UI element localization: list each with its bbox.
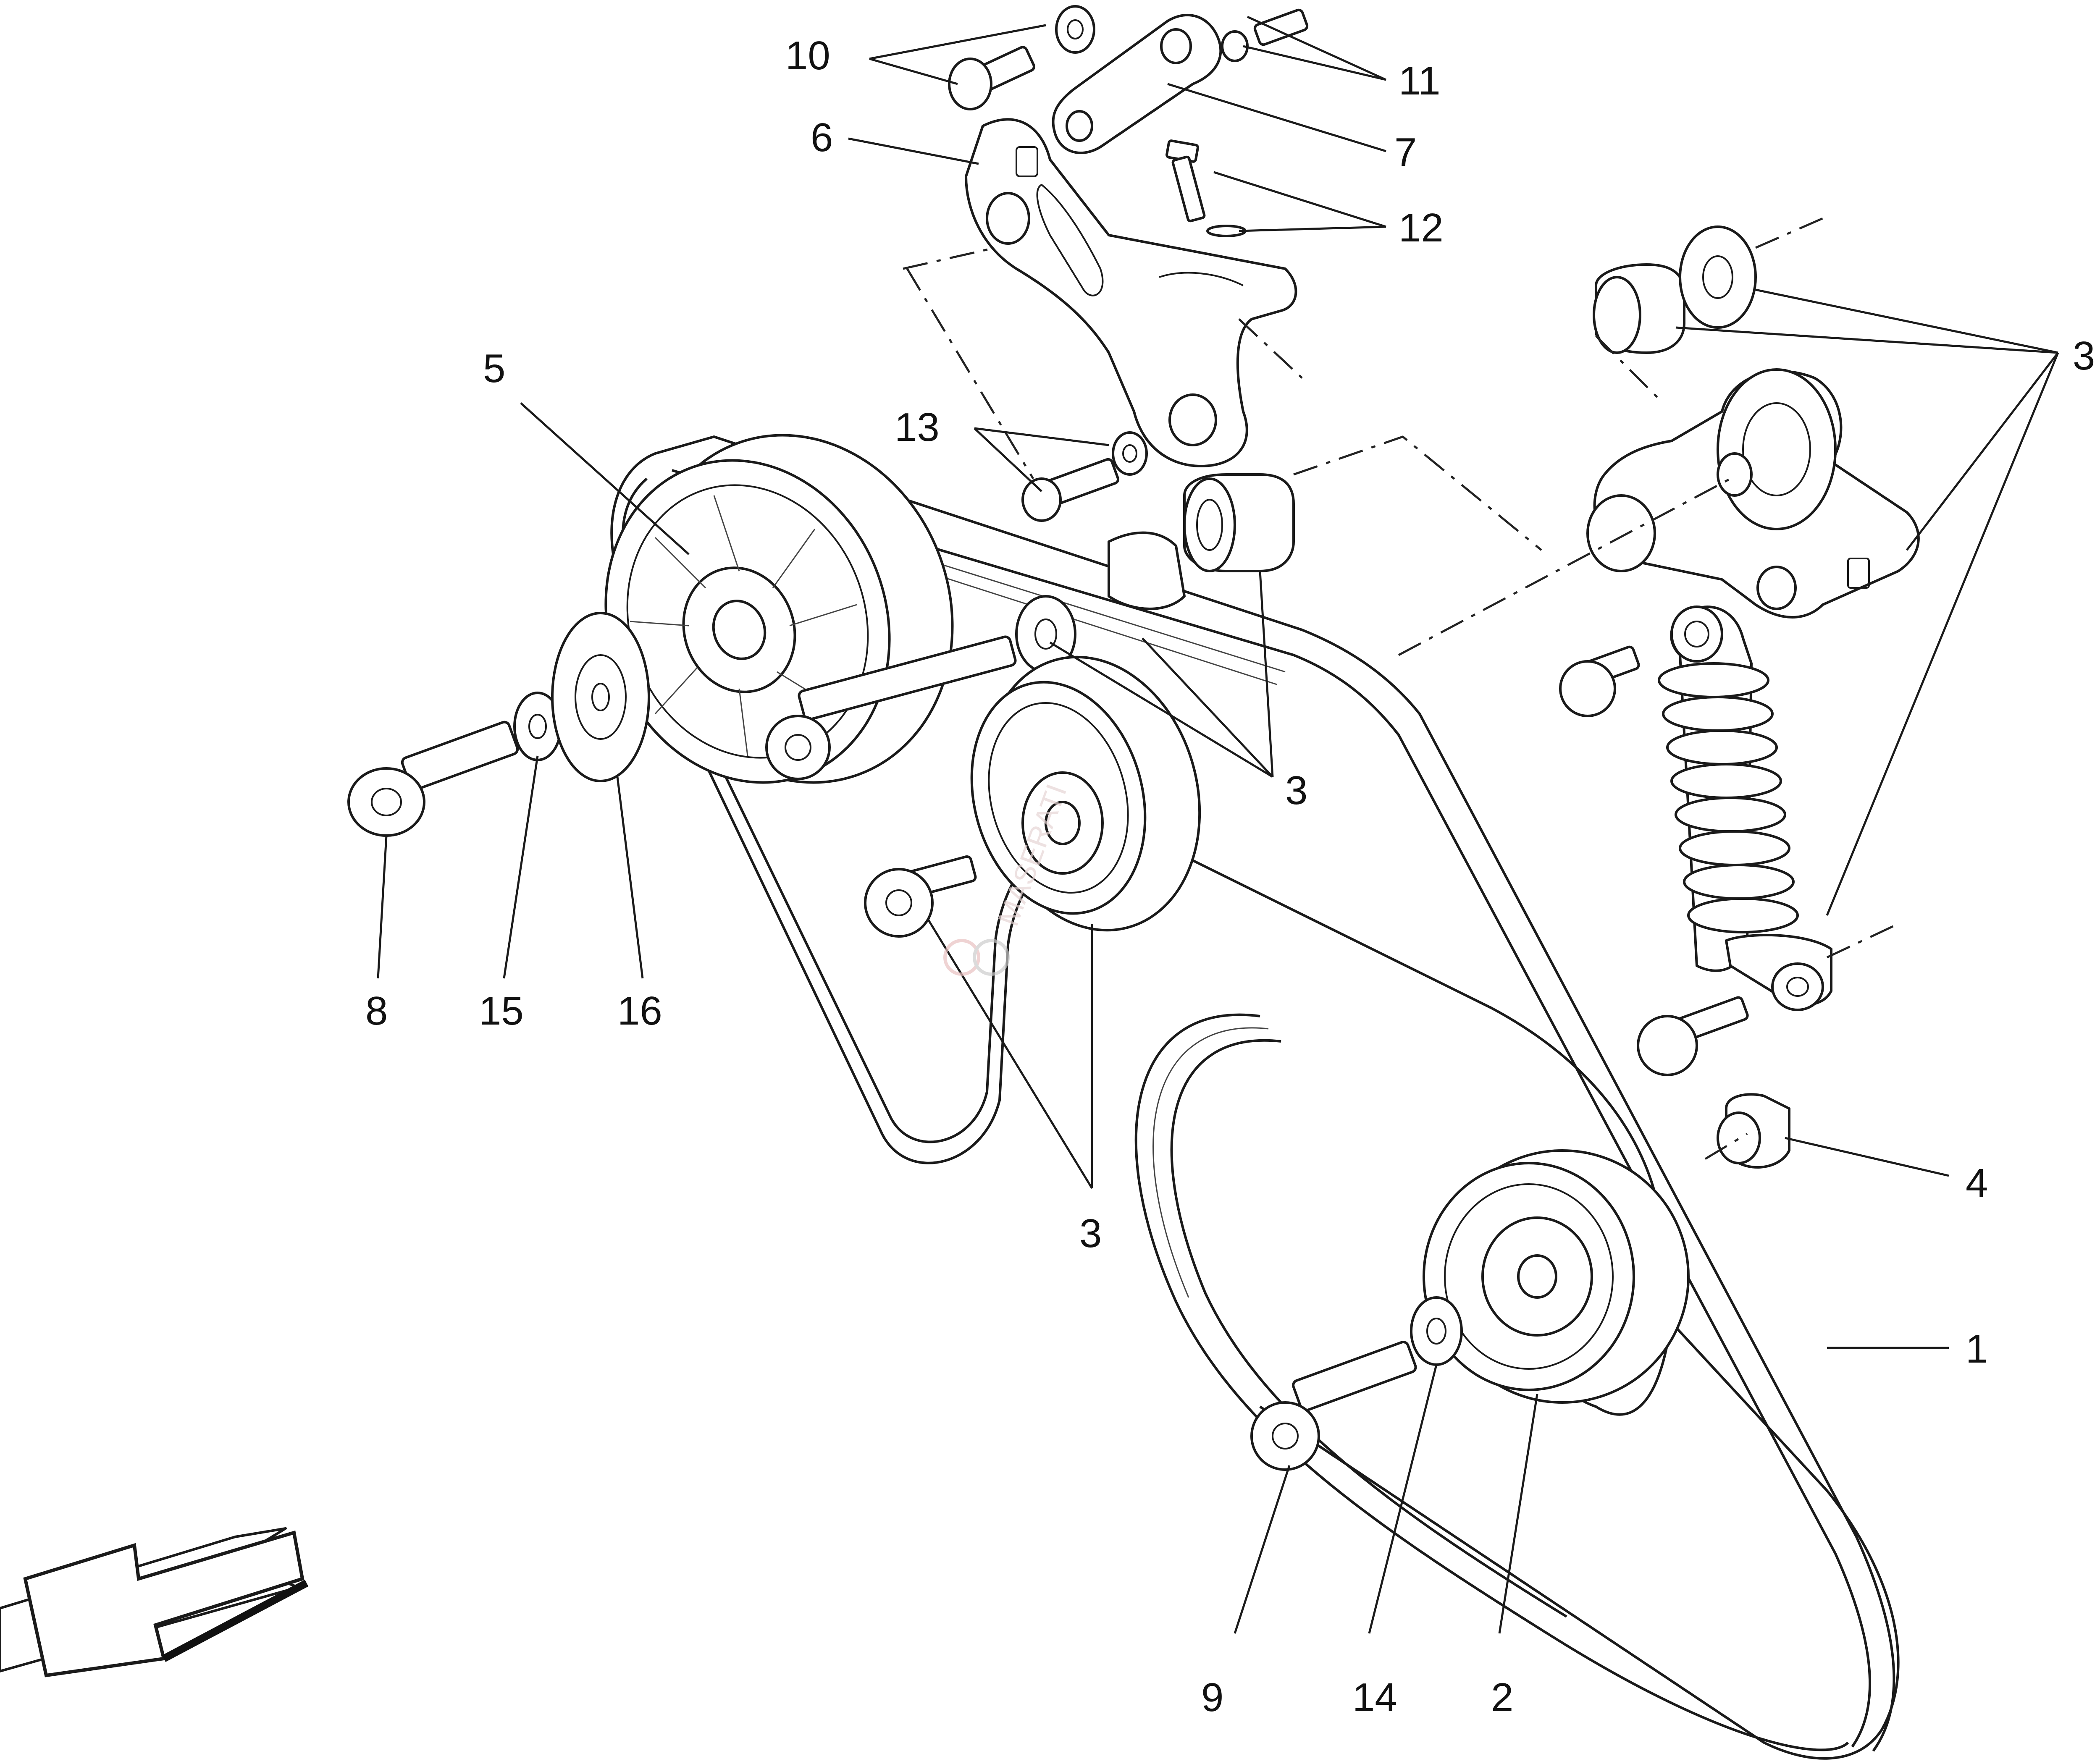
leader-lines (377, 16, 2059, 1634)
screw-10 (1250, 1341, 1417, 1471)
screw-14 (1021, 431, 1148, 522)
washer-11 (1055, 5, 1095, 54)
callout-3-center: 3 (1285, 768, 1307, 813)
idler-bolt (864, 855, 977, 938)
washer-right (1679, 225, 1757, 329)
callout-3-lower: 3 (1079, 1211, 1102, 1256)
bushing-right (1593, 263, 1685, 354)
direction-arrow (0, 1527, 309, 1678)
assembly-axes (903, 217, 1899, 1160)
long-bolt (765, 635, 1017, 780)
callout-8: 8 (365, 988, 388, 1033)
damper-spring (1658, 605, 1832, 1011)
idler-pulley (970, 655, 1201, 932)
callout-1: 1 (1966, 1326, 1988, 1371)
washer-16 (551, 612, 650, 782)
callout-14: 13 (895, 405, 940, 450)
callout-6: 6 (811, 115, 833, 160)
callout-16: 16 (617, 988, 662, 1033)
callout-7: 7 (1394, 130, 1417, 175)
bushing-center (1108, 473, 1295, 610)
callout-5: 5 (483, 346, 505, 391)
callout-3-right: 3 (2073, 333, 2095, 378)
screw-11 (948, 46, 1035, 110)
callout-2: 2 (1491, 1675, 1513, 1720)
bolt-damper-top (1559, 645, 1640, 717)
callout-15: 15 (479, 988, 524, 1033)
callout-11: 10 (785, 33, 830, 78)
callouts: 10 11 6 7 12 5 13 3 3 8 15 16 3 4 1 9 14… (365, 33, 2095, 1720)
link-plate (1052, 13, 1222, 155)
callout-13: 12 (1399, 205, 1444, 250)
bolt-13 (1166, 139, 1247, 237)
nut-4 (1717, 1093, 1790, 1169)
callout-9: 14 (1352, 1675, 1397, 1720)
washer-9 (1410, 1296, 1463, 1366)
tensioner-arm (1586, 368, 1920, 619)
tensioner-bracket (965, 118, 1297, 467)
callout-12: 11 (1399, 58, 1441, 103)
callout-4: 4 (1966, 1161, 1988, 1206)
lower-pulley (1423, 1149, 1690, 1404)
bolt-damper-bottom (1637, 996, 1749, 1076)
callout-10: 9 (1201, 1675, 1223, 1720)
screw-8 (347, 721, 519, 837)
screw-12 (1221, 8, 1309, 62)
